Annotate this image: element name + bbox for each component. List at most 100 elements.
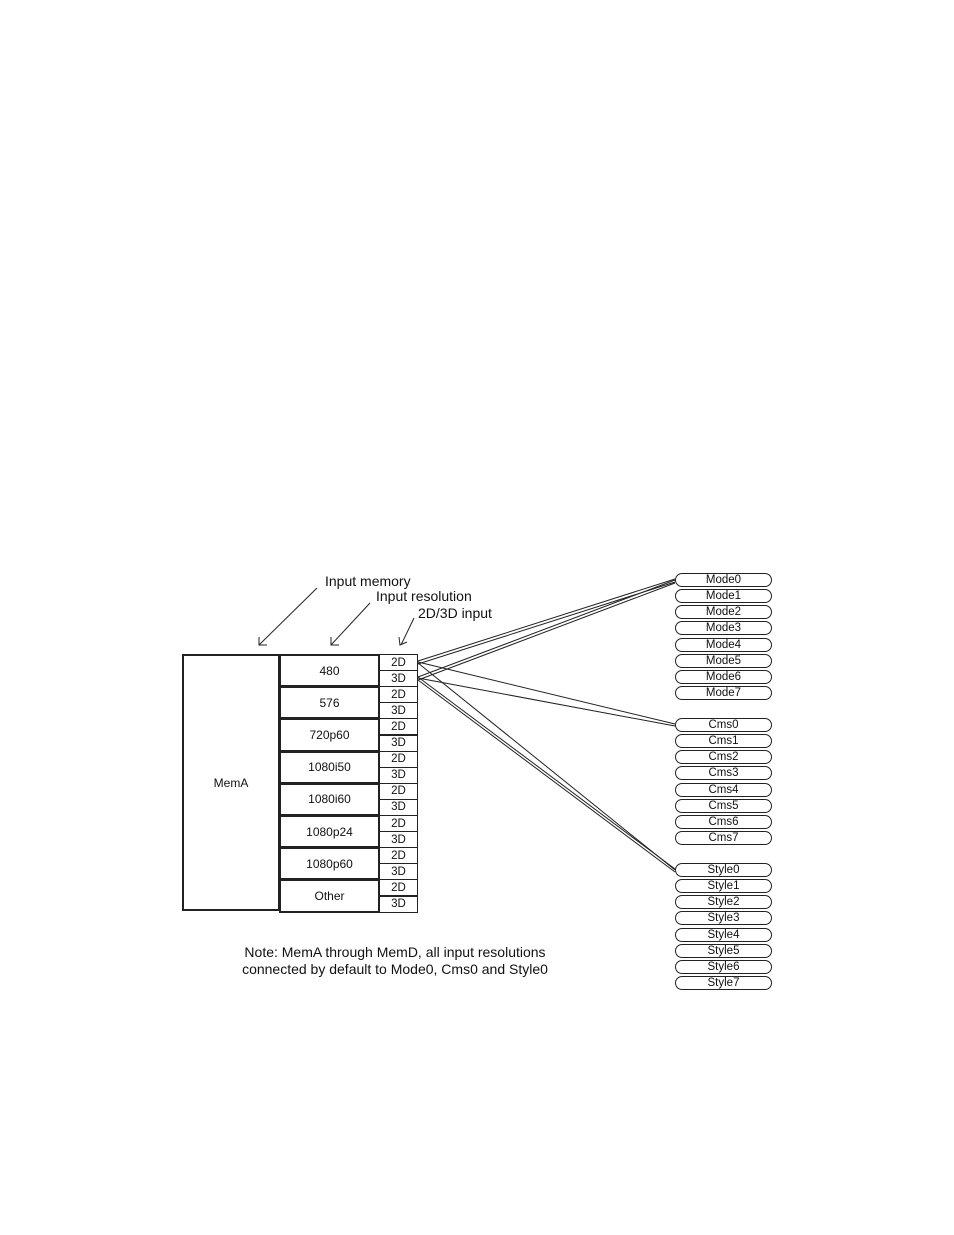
style-pill-label: Style5	[707, 944, 740, 957]
style-pill: Style6	[675, 959, 772, 974]
note: Note: MemA through MemD, all input resol…	[200, 944, 590, 978]
dimension-label: 2D	[391, 881, 406, 894]
memory-label: MemA	[213, 775, 249, 790]
dimension-label: 3D	[391, 801, 406, 814]
mode-pill-label: Mode7	[705, 687, 742, 700]
dimension-cell: 3D	[379, 766, 418, 784]
mode-pill-label: Mode3	[705, 622, 742, 635]
resolution-label: 1080i60	[308, 792, 351, 807]
mode-pill: Mode6	[675, 669, 772, 684]
link-480-2d-cms0	[417, 661, 676, 725]
cms-pill: Cms1	[675, 734, 772, 749]
cms-pill-label: Cms6	[708, 815, 739, 828]
link-480-3d-style0-a	[417, 676, 676, 870]
dimension-cell: 2D	[379, 654, 418, 672]
cms-pill: Cms5	[675, 798, 772, 813]
cms-pill-label: Cms0	[708, 719, 739, 731]
mode-pill-label: Mode2	[705, 606, 742, 619]
mode-pill-label: Mode1	[705, 590, 742, 603]
arrow-input-resolution-head	[330, 637, 339, 646]
link-480-2d-style0	[417, 662, 676, 871]
cms-pill: Cms2	[675, 750, 772, 765]
style-pill-label: Style1	[707, 880, 740, 893]
resolution-label: 1080p24	[306, 824, 353, 839]
label-input-memory: Input memory	[325, 573, 411, 589]
cms-pill-label: Cms5	[708, 799, 739, 812]
mode-pill: Mode0	[675, 573, 772, 587]
resolution-label: 1080p60	[306, 856, 353, 871]
cms-pill: Cms3	[675, 766, 772, 781]
resolution-cell: 1080p60	[279, 847, 380, 881]
mode-pill-label: Mode6	[705, 670, 742, 683]
style-pill: Style3	[675, 911, 772, 926]
dimension-cell: 3D	[379, 831, 418, 849]
dimension-label: 2D	[391, 753, 406, 766]
dimension-cell: 2D	[379, 815, 418, 833]
cms-pill-label: Cms1	[708, 735, 739, 748]
dimension-cell: 2D	[379, 879, 418, 897]
resolution-cell: 1080i60	[279, 782, 380, 816]
style-pill-label: Style0	[707, 864, 740, 876]
style-pill: Style7	[675, 976, 772, 991]
link-480-3d-mode0-b	[417, 582, 676, 681]
cms-pill-label: Cms3	[708, 767, 739, 780]
dimension-label: 3D	[391, 865, 406, 878]
link-480-3d-style0-b	[417, 679, 676, 873]
resolution-cell: 720p60	[279, 718, 380, 752]
style-pill-label: Style2	[707, 896, 740, 909]
note-line-2: connected by default to Mode0, Cms0 and …	[242, 961, 548, 977]
cms-pill-label: Cms7	[708, 832, 739, 845]
style-pill-label: Style3	[707, 912, 740, 925]
resolution-label: 1080i50	[308, 760, 351, 775]
style-pill: Style4	[675, 927, 772, 942]
resolution-label: 576	[319, 695, 340, 710]
cms-pill: Cms6	[675, 814, 772, 829]
dimension-label: 2D	[391, 656, 406, 669]
dimension-label: 2D	[391, 688, 406, 701]
dimension-label: 2D	[391, 849, 406, 862]
dimension-label: 3D	[391, 833, 406, 846]
arrow-input-memory	[258, 587, 318, 646]
note-line-1: Note: MemA through MemD, all input resol…	[244, 944, 546, 960]
dimension-label: 3D	[391, 737, 406, 750]
cms-pill-label: Cms2	[708, 751, 739, 764]
mode-pill: Mode5	[675, 653, 772, 668]
cms-pill: Cms7	[675, 831, 772, 846]
style-pill: Style5	[675, 943, 772, 958]
resolution-label: 480	[319, 663, 340, 678]
style-pill-label: Style6	[707, 960, 740, 973]
link-480-2d-mode0-a	[417, 578, 676, 662]
dimension-cell: 3D	[379, 895, 418, 913]
cms-pill: Cms0	[675, 718, 772, 732]
mode-pill: Mode7	[675, 686, 772, 701]
arrow-input-memory-head	[258, 637, 267, 646]
mode-pill: Mode3	[675, 621, 772, 636]
mode-pill: Mode1	[675, 589, 772, 604]
label-input-resolution: Input resolution	[376, 588, 472, 604]
style-pill: Style2	[675, 895, 772, 910]
resolution-cell: 1080p24	[279, 815, 380, 849]
dimension-label: 3D	[391, 898, 406, 911]
resolution-cell: Other	[279, 879, 380, 913]
resolution-cell: 480	[279, 654, 380, 688]
resolution-label: 720p60	[309, 727, 350, 742]
mode-pill-label: Mode5	[705, 654, 742, 667]
cms-pill-label: Cms4	[708, 783, 739, 796]
link-480-3d-mode0-a	[417, 579, 676, 678]
arrow-2d3d-input	[400, 617, 415, 646]
dimension-label: 3D	[391, 769, 406, 782]
dimension-cell: 2D	[379, 782, 418, 800]
resolution-cell: 1080i50	[279, 750, 380, 784]
link-480-3d-cms0	[417, 677, 676, 727]
dimension-label: 2D	[391, 720, 406, 733]
arrow-input-resolution	[330, 602, 371, 646]
dimension-label: 3D	[391, 672, 406, 685]
style-pill-label: Style4	[707, 928, 740, 941]
mode-pill-label: Mode0	[705, 574, 742, 586]
style-pill: Style0	[675, 863, 772, 877]
mode-pill: Mode4	[675, 637, 772, 652]
style-pill-label: Style7	[707, 977, 740, 990]
dimension-cell: 2D	[379, 686, 418, 704]
cms-pill: Cms4	[675, 782, 772, 797]
dimension-label: 2D	[391, 785, 406, 798]
